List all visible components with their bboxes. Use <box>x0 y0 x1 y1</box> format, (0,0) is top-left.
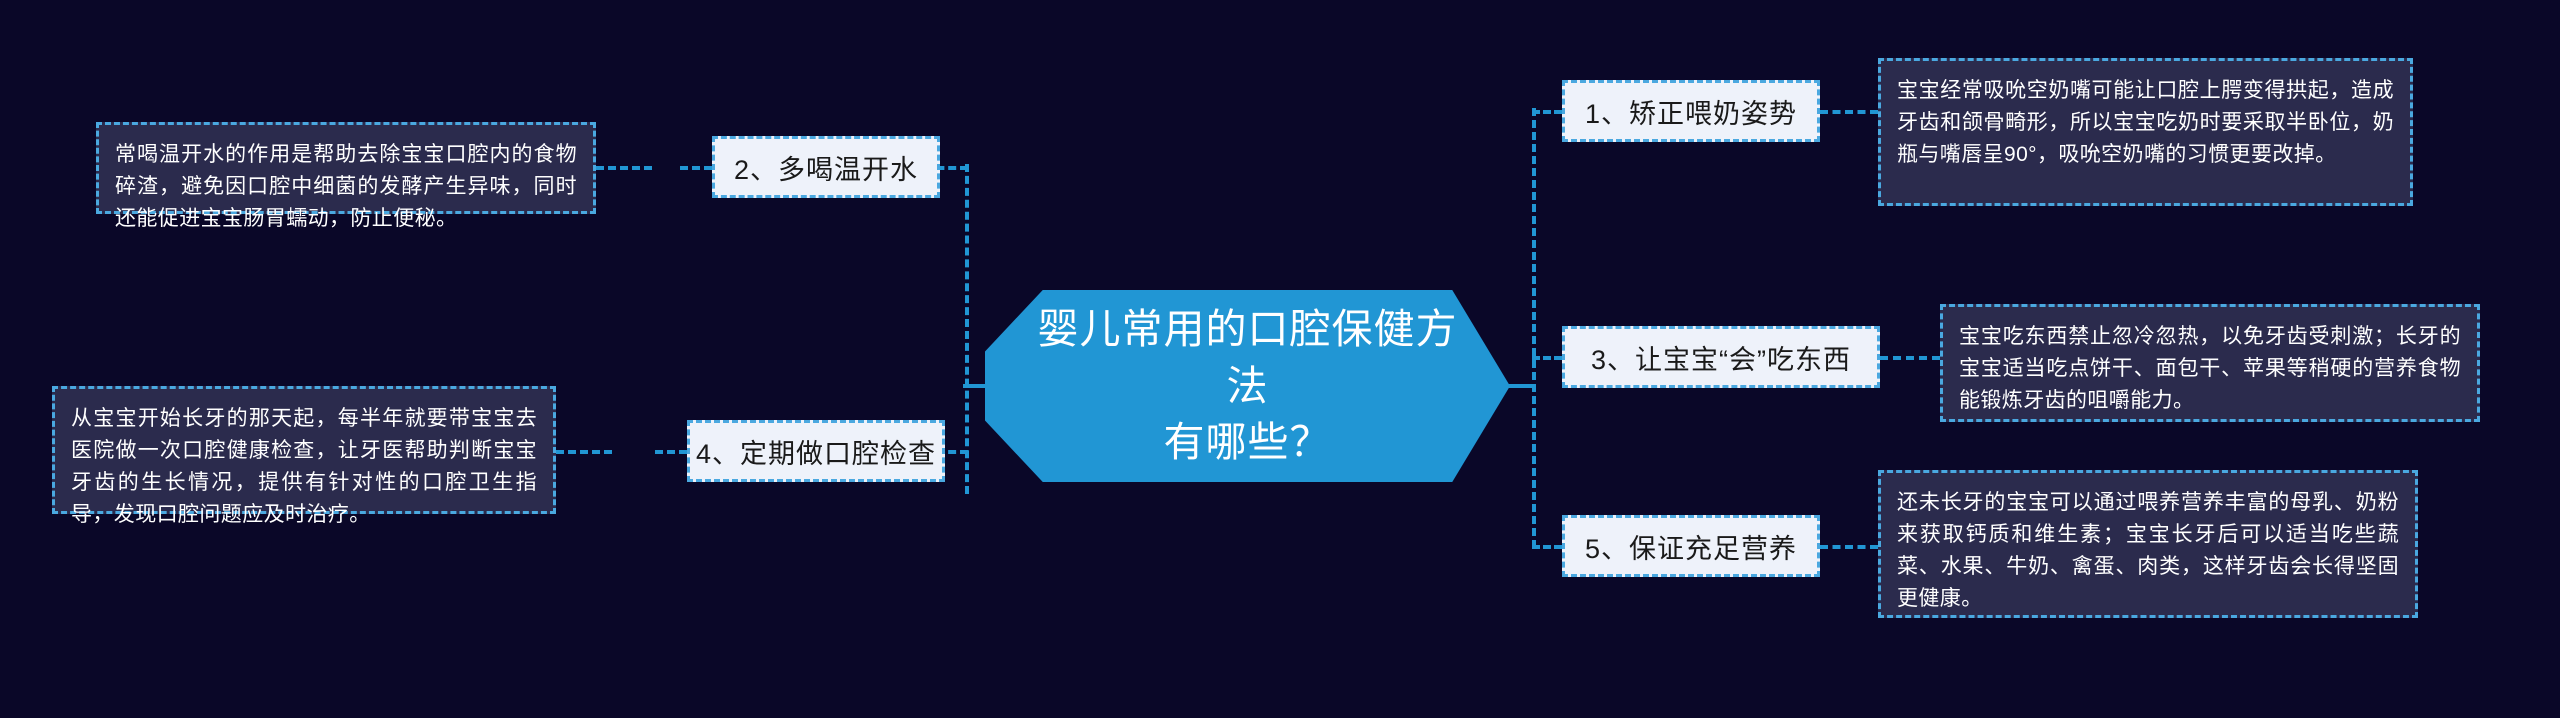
detail-box-4-text: 从宝宝开始长牙的那天起，每半年就要带宝宝去医院做一次口腔健康检查，让牙医帮助判断… <box>71 407 537 526</box>
detail-box-5-text: 还未长牙的宝宝可以通过喂养营养丰富的母乳、奶粉来获取钙质和维生素；宝宝长牙后可以… <box>1897 491 2399 610</box>
connector-branch-1-to-detail <box>1820 110 1878 114</box>
branch-node-2-label: 2、多喝温开水 <box>733 154 919 185</box>
branch-node-5-label: 5、保证充足营养 <box>1584 533 1798 564</box>
detail-box-3[interactable]: 宝宝吃东西禁止忽冷忽热，以免牙齿受刺激；长牙的宝宝适当吃点饼干、面包干、苹果等稍… <box>1940 304 2480 422</box>
connector-trunk-left <box>965 164 969 494</box>
connector-trunk-to-branch-2 <box>680 166 712 170</box>
detail-box-2[interactable]: 常喝温开水的作用是帮助去除宝宝口腔内的食物碎渣，避免因口腔中细菌的发酵产生异味，… <box>96 122 596 230</box>
detail-box-4[interactable]: 从宝宝开始长牙的那天起，每半年就要带宝宝去医院做一次口腔健康检查，让牙医帮助判断… <box>52 386 556 526</box>
connector-trunk-to-branch-1 <box>1532 110 1562 114</box>
branch-node-1[interactable]: 1、矫正喂奶姿势 <box>1562 80 1820 142</box>
connector-branch-5-to-detail <box>1820 545 1878 549</box>
detail-box-2-text: 常喝温开水的作用是帮助去除宝宝口腔内的食物碎渣，避免因口腔中细菌的发酵产生异味，… <box>115 143 577 230</box>
detail-box-3-text: 宝宝吃东西禁止忽冷忽热，以免牙齿受刺激；长牙的宝宝适当吃点饼干、面包干、苹果等稍… <box>1959 325 2461 412</box>
connector-center-to-right-trunk <box>1504 384 1536 388</box>
connector-branch-4-to-detail <box>556 450 612 454</box>
branch-node-3-label: 3、让宝宝“会”吃东西 <box>1591 344 1851 375</box>
connector-center-to-left-trunk <box>963 384 993 388</box>
connector-branch-3-to-detail <box>1880 356 1940 360</box>
connector-branch-2-to-detail <box>596 166 652 170</box>
detail-box-5[interactable]: 还未长牙的宝宝可以通过喂养营养丰富的母乳、奶粉来获取钙质和维生素；宝宝长牙后可以… <box>1878 470 2418 618</box>
branch-node-4[interactable]: 4、定期做口腔检查 <box>687 420 945 482</box>
connector-trunk-to-branch-4 <box>655 450 687 454</box>
branch-node-2[interactable]: 2、多喝温开水 <box>712 136 940 198</box>
branch-node-5[interactable]: 5、保证充足营养 <box>1562 515 1820 577</box>
central-topic-label: 婴儿常用的口腔保健方法 有哪些？ <box>1037 306 1458 466</box>
connector-trunk-right <box>1532 108 1536 548</box>
branch-node-4-label: 4、定期做口腔检查 <box>695 438 937 469</box>
central-topic[interactable]: 婴儿常用的口腔保健方法 有哪些？ <box>985 290 1510 482</box>
detail-box-1[interactable]: 宝宝经常吸吮空奶嘴可能让口腔上腭变得拱起，造成牙齿和颌骨畸形，所以宝宝吃奶时要采… <box>1878 58 2413 206</box>
branch-node-1-label: 1、矫正喂奶姿势 <box>1584 98 1798 129</box>
connector-trunk-to-branch-3 <box>1532 356 1562 360</box>
detail-box-1-text: 宝宝经常吸吮空奶嘴可能让口腔上腭变得拱起，造成牙齿和颌骨畸形，所以宝宝吃奶时要采… <box>1897 79 2394 166</box>
branch-node-3[interactable]: 3、让宝宝“会”吃东西 <box>1562 326 1880 388</box>
connector-trunk-to-branch-5 <box>1532 545 1562 549</box>
